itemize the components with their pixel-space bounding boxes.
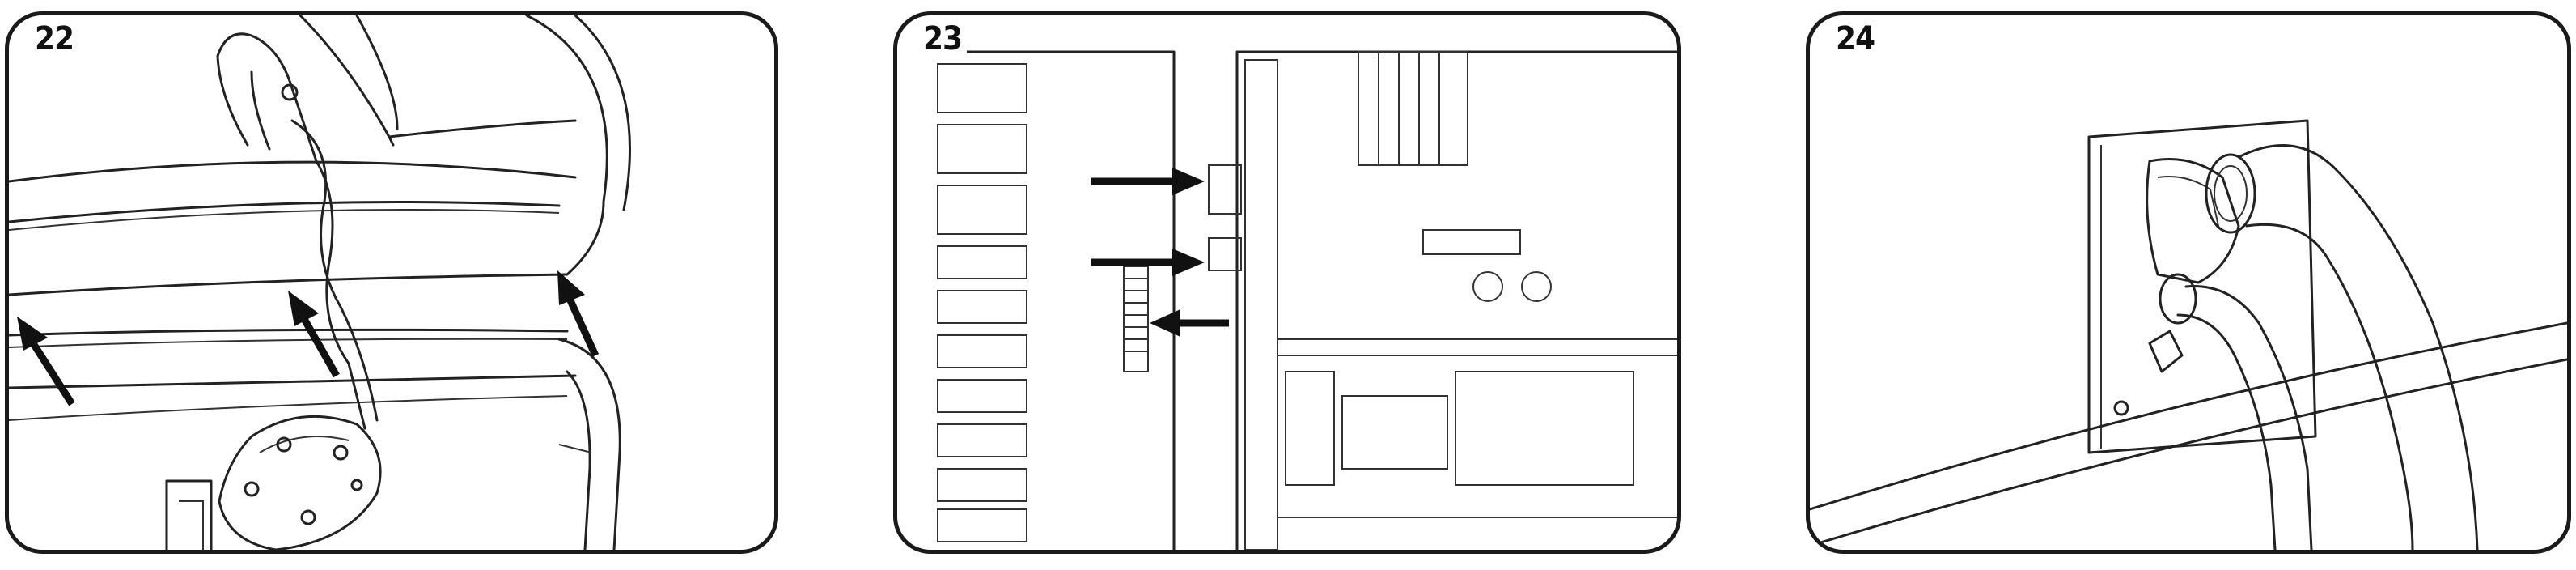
step-number: 23: [920, 20, 968, 57]
step-number: 24: [1832, 20, 1880, 57]
arrow-upper: [1091, 168, 1205, 195]
arrow-center: [288, 291, 340, 378]
arrow-left: [17, 317, 75, 406]
control-board-illustration: [930, 50, 1677, 550]
arrow-middle: [1091, 249, 1205, 276]
arrow-lower: [1150, 309, 1229, 337]
arrow-right: [557, 270, 600, 357]
handle-removal-illustration: [9, 15, 631, 550]
cable-connector-illustration: [1810, 119, 2567, 550]
step-panel-23: 23: [893, 11, 1681, 554]
step-number: 22: [32, 20, 79, 57]
step-panel-24: 24: [1806, 11, 2571, 554]
step-panel-22: 22: [5, 11, 778, 554]
